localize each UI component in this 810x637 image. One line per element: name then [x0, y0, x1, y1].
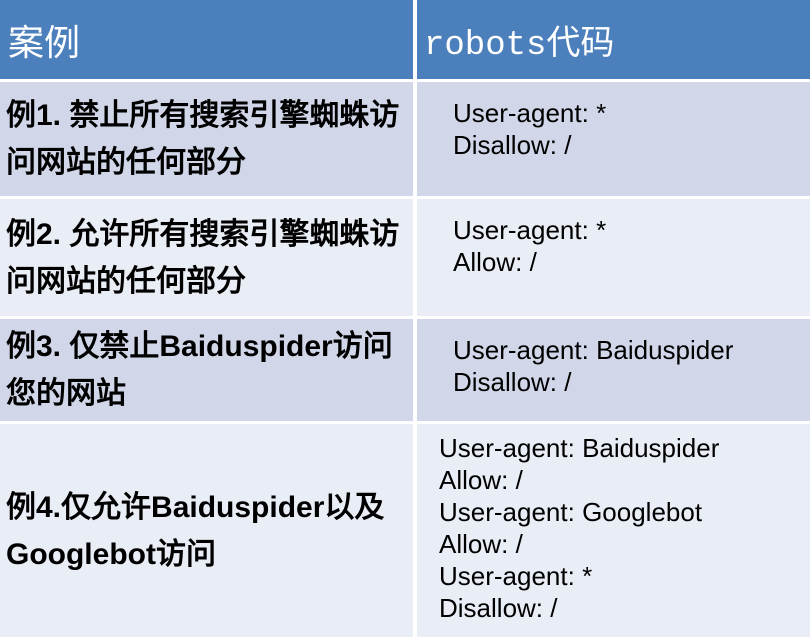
case-cell: 例4.仅允许Baiduspider以及Googlebot访问: [0, 424, 413, 637]
robots-code-text: User-agent: * Disallow: /: [453, 98, 607, 160]
table-row: 例4.仅允许Baiduspider以及Googlebot访问 User-agen…: [0, 421, 810, 637]
robots-code-text: User-agent: Baiduspider Allow: / User-ag…: [439, 433, 720, 623]
table-row: 例2. 允许所有搜索引擎蜘蛛访问网站的任何部分 User-agent: * Al…: [0, 196, 810, 316]
robots-code-cell: User-agent: * Allow: /: [413, 199, 810, 316]
case-cell: 例1. 禁止所有搜索引擎蜘蛛访问网站的任何部分: [0, 82, 413, 196]
case-text: 例2. 允许所有搜索引擎蜘蛛访问网站的任何部分: [6, 217, 400, 298]
table-row: 例3. 仅禁止Baiduspider访问您的网站 User-agent: Bai…: [0, 316, 810, 421]
case-cell: 例2. 允许所有搜索引擎蜘蛛访问网站的任何部分: [0, 199, 413, 316]
case-text: 例4.仅允许Baiduspider以及Googlebot访问: [6, 490, 385, 571]
column-header-robots-code-label: robots代码: [424, 26, 615, 65]
case-text: 例1. 禁止所有搜索引擎蜘蛛访问网站的任何部分: [6, 99, 400, 179]
case-cell: 例3. 仅禁止Baiduspider访问您的网站: [0, 319, 413, 421]
table-row: 例1. 禁止所有搜索引擎蜘蛛访问网站的任何部分 User-agent: * Di…: [0, 79, 810, 196]
table-header-row: 案例 robots代码: [0, 0, 810, 79]
column-header-case-label: 案例: [8, 22, 81, 63]
robots-code-text: User-agent: * Allow: /: [453, 215, 607, 277]
robots-code-cell: User-agent: Baiduspider Disallow: /: [413, 319, 810, 421]
case-text: 例3. 仅禁止Baiduspider访问您的网站: [6, 330, 393, 410]
robots-code-cell: User-agent: Baiduspider Allow: / User-ag…: [413, 424, 810, 637]
column-header-case: 案例: [0, 0, 413, 79]
robots-code-text: User-agent: Baiduspider Disallow: /: [453, 335, 734, 397]
column-header-robots-code: robots代码: [413, 0, 810, 79]
robots-code-cell: User-agent: * Disallow: /: [413, 82, 810, 196]
